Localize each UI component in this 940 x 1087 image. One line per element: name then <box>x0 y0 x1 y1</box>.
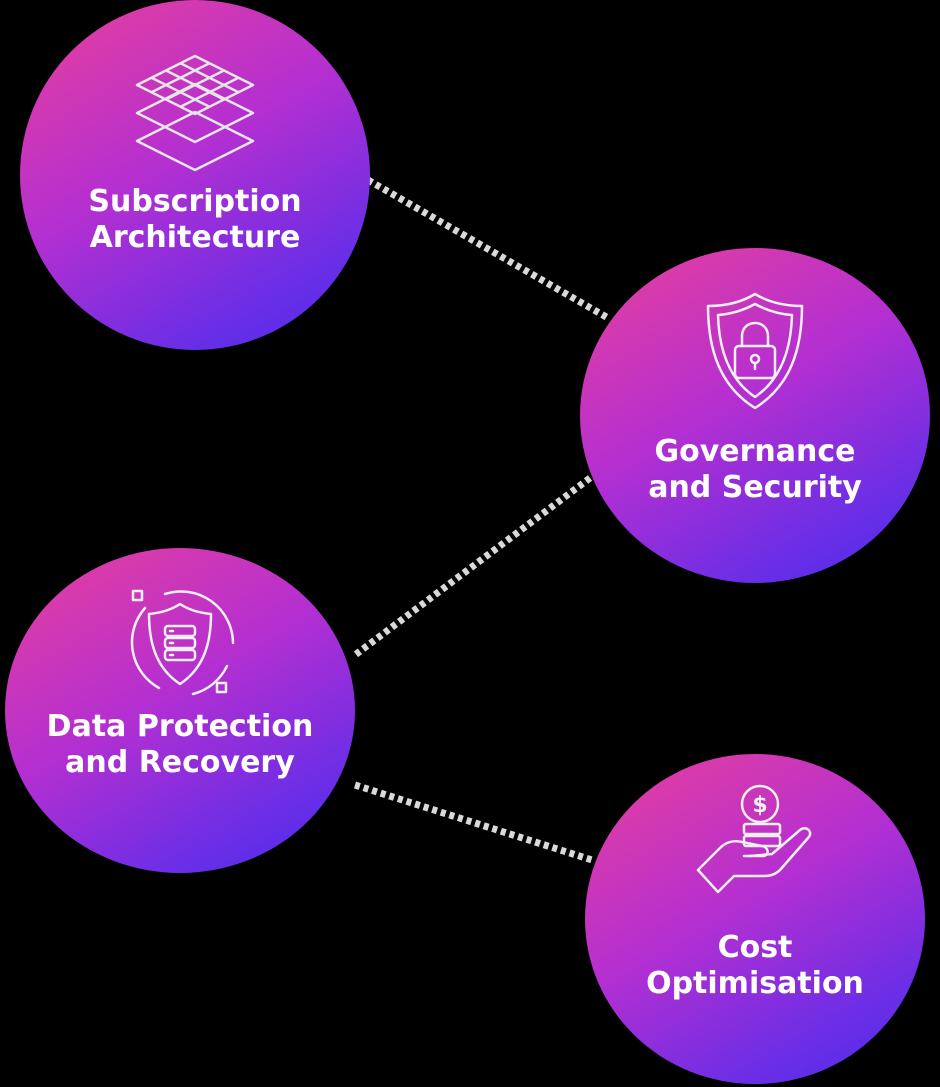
node-subscription-architecture: Subscription Architecture <box>20 0 370 350</box>
node-label: Cost Optimisation <box>646 930 864 1001</box>
node-label: Data Protection and Recovery <box>46 709 314 780</box>
hand-coin-icon: $ <box>696 784 812 894</box>
connector-governance-data <box>352 475 593 658</box>
node-governance-security: Governance and Security <box>580 248 930 583</box>
node-cost-optimisation: $ Cost Optimisation <box>585 754 925 1084</box>
layers-grid-icon <box>135 54 255 172</box>
shield-database-icon <box>130 589 235 696</box>
connector-data-cost <box>353 781 594 864</box>
node-label: Governance and Security <box>648 434 862 505</box>
svg-text:$: $ <box>752 793 767 818</box>
shield-lock-icon <box>706 292 804 410</box>
node-data-protection-recovery: Data Protection and Recovery <box>5 548 355 873</box>
node-label: Subscription Architecture <box>88 184 302 255</box>
connector-subscription-governance <box>366 176 610 322</box>
